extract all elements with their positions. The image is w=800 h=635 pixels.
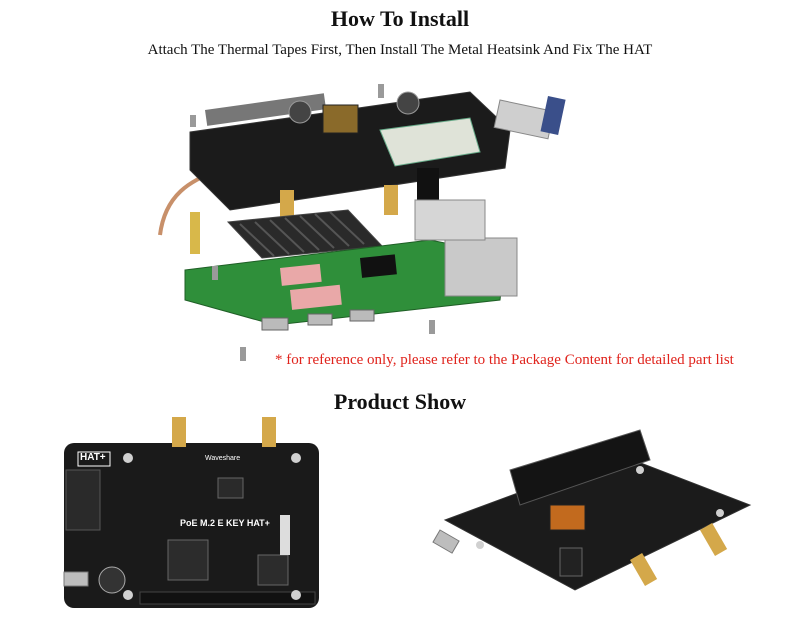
reference-note: * for reference only, please refer to th… xyxy=(275,352,734,368)
install-heading: How To Install xyxy=(330,6,470,31)
install-instruction: Attach The Thermal Tapes First, Then Ins… xyxy=(147,42,653,58)
product-heading: Product Show xyxy=(333,389,467,414)
install-illustration xyxy=(158,84,566,361)
hat-bottom-view xyxy=(432,429,752,591)
hat-plus-label: HAT+ xyxy=(80,452,106,463)
brand-label: Waveshare xyxy=(205,455,241,462)
board-name-label: PoE M.2 E KEY HAT+ xyxy=(180,518,270,528)
hat-top-view xyxy=(63,417,319,608)
